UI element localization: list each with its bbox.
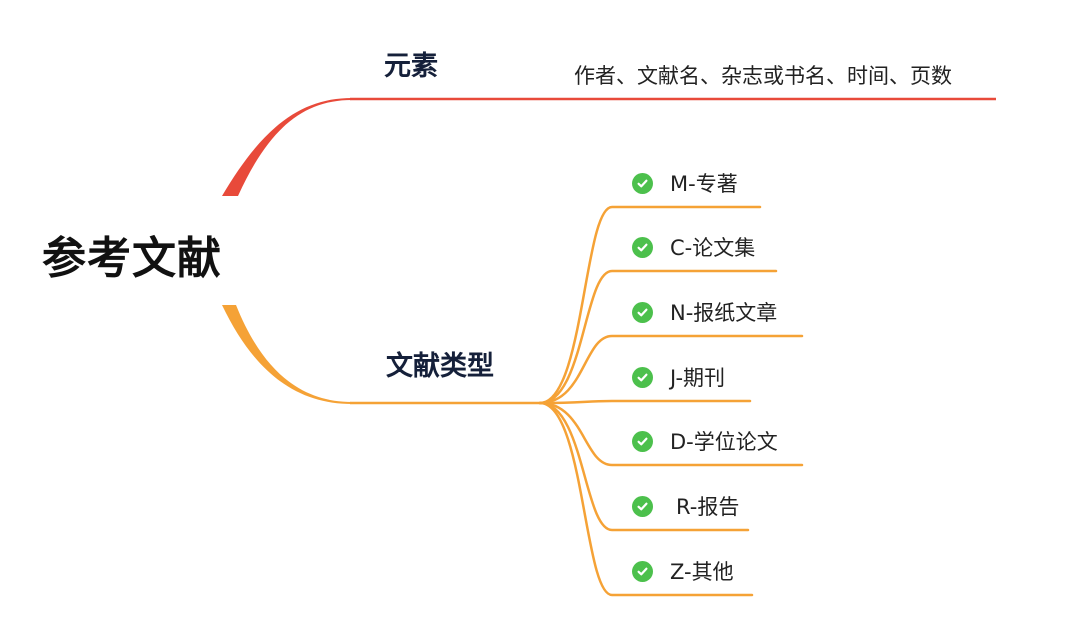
type-item-d: D-学位论文 bbox=[632, 427, 778, 455]
check-circle-icon bbox=[632, 172, 653, 194]
type-item-c: C-论文集 bbox=[632, 233, 755, 261]
branch-elements-connector bbox=[222, 98, 352, 196]
type-item-connector bbox=[538, 401, 804, 467]
type-item-connector bbox=[538, 334, 804, 405]
leaf-connectors bbox=[538, 205, 804, 597]
type-item-m: M-专著 bbox=[632, 169, 738, 197]
type-item-n: N-报纸文章 bbox=[632, 298, 777, 326]
branch-label-elements: 元素 bbox=[384, 51, 438, 82]
type-item-connector bbox=[538, 401, 754, 597]
type-item-z: Z-其他 bbox=[632, 557, 734, 585]
check-circle-icon bbox=[632, 366, 653, 388]
type-item-connector bbox=[538, 399, 752, 405]
type-item-label: J-期刊 bbox=[670, 366, 726, 390]
type-item-label: D-学位论文 bbox=[670, 430, 778, 454]
type-item-r: R-报告 bbox=[632, 492, 739, 520]
type-item-connector bbox=[538, 205, 762, 405]
branch-label-document-types: 文献类型 bbox=[386, 351, 494, 382]
check-circle-icon bbox=[632, 236, 653, 258]
root-title: 参考文献 bbox=[42, 233, 222, 284]
elements-detail-text: 作者、文献名、杂志或书名、时间、页数 bbox=[574, 64, 952, 88]
type-item-connector bbox=[538, 269, 778, 405]
type-item-label: N-报纸文章 bbox=[670, 301, 778, 325]
check-circle-icon bbox=[632, 301, 653, 323]
type-item-label: R-报告 bbox=[676, 495, 740, 519]
type-item-label: M-专著 bbox=[670, 172, 738, 196]
check-circle-icon bbox=[632, 495, 653, 517]
type-item-connector bbox=[538, 401, 750, 532]
type-item-label: C-论文集 bbox=[670, 236, 756, 260]
type-item-j: J-期刊 bbox=[632, 363, 725, 391]
check-circle-icon bbox=[632, 560, 653, 582]
branch-types-connector bbox=[222, 305, 352, 404]
type-item-label: Z-其他 bbox=[670, 560, 734, 584]
check-circle-icon bbox=[632, 430, 653, 452]
